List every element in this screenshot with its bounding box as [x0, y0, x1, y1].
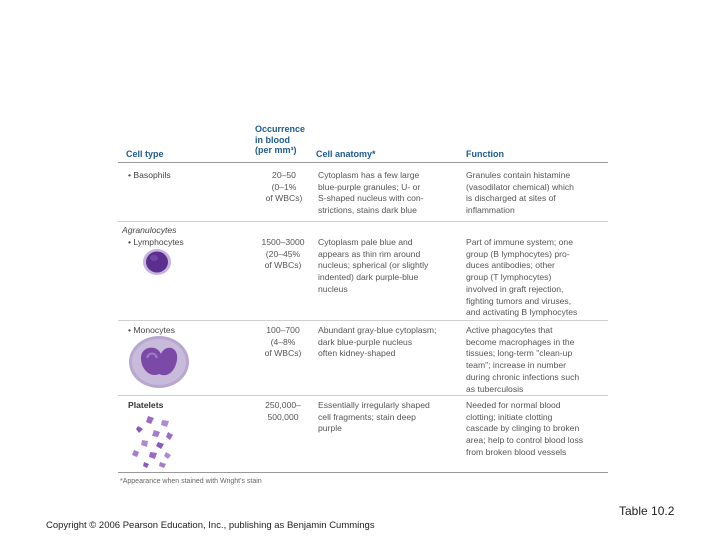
platelets-anatomy: Essentially irregularly shaped cell frag… — [318, 400, 430, 434]
basophils-occurrence: 20–50 (0–1% of WBCs) — [265, 170, 303, 204]
monocytes-name: • Monocytes — [128, 325, 175, 335]
monocytes-occurrence: 100–700 (4–8% of WBCs) — [264, 325, 302, 359]
basophils-function: Granules contain histamine (vasodilator … — [466, 170, 574, 216]
header-rule — [118, 162, 608, 163]
lymphocytes-name: • Lymphocytes — [128, 237, 184, 247]
table-caption: Table 10.2 — [619, 504, 675, 518]
basophils-anatomy: Cytoplasm has a few large blue-purple gr… — [318, 170, 424, 216]
basophils-name: • Basophils — [128, 170, 171, 180]
lymphocytes-occurrence: 1500–3000 (20–45% of WBCs) — [261, 237, 305, 271]
monocyte-image — [129, 336, 189, 388]
lymphocytes-function: Part of immune system; one group (B lymp… — [466, 237, 578, 318]
table-footnote: *Appearance when stained with Wright's s… — [120, 478, 262, 485]
header-cell-anatomy: Cell anatomy* — [316, 149, 376, 159]
bottom-rule — [118, 472, 608, 473]
agranulocytes-subheading: Agranulocytes — [122, 225, 177, 235]
header-occurrence: Occurrence in blood (per mm³) — [255, 124, 306, 155]
platelets-name: Platelets — [128, 400, 164, 410]
platelets-function: Needed for normal blood clotting; initia… — [466, 400, 584, 457]
platelets-occurrence: 250,000– 500,000 — [265, 400, 301, 422]
row-rule — [118, 395, 608, 396]
row-rule — [118, 320, 608, 321]
header-function: Function — [466, 149, 504, 159]
platelets-image — [132, 416, 173, 468]
copyright-notice: Copyright © 2006 Pearson Education, Inc.… — [46, 520, 375, 531]
row-rule — [118, 221, 608, 222]
lymphocyte-image — [143, 249, 171, 275]
monocytes-anatomy: Abundant gray-blue cytoplasm; dark blue-… — [318, 325, 437, 359]
lymphocytes-anatomy: Cytoplasm pale blue and appears as thin … — [318, 237, 429, 294]
header-cell-type: Cell type — [126, 149, 164, 159]
monocytes-function: Active phagocytes that become macrophage… — [466, 325, 580, 394]
